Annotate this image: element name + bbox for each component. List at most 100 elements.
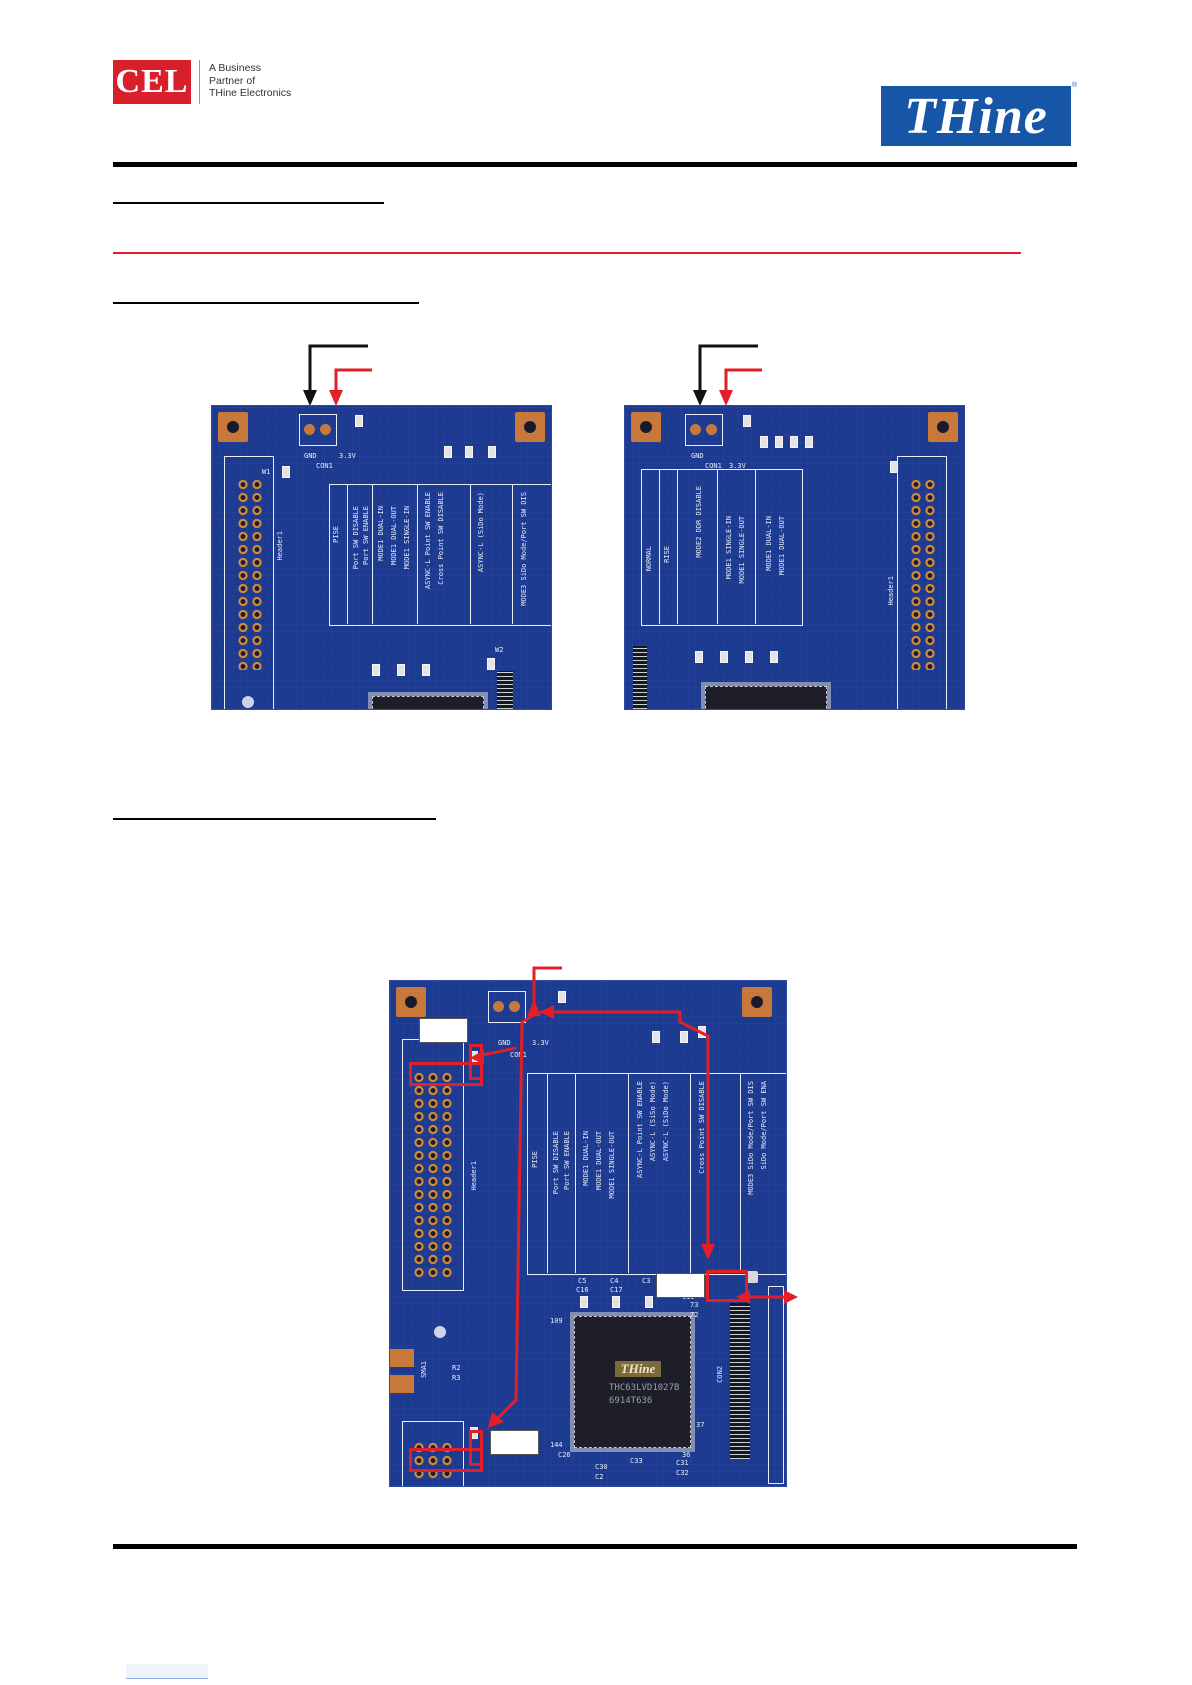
- tagline-line-2: Partner of: [209, 74, 256, 87]
- jumper-w1: [282, 466, 290, 478]
- ic-chip-partial: [705, 686, 827, 709]
- connector-con2: [730, 1303, 750, 1459]
- table-text: RISE: [663, 546, 671, 563]
- table-text: MODE3 SiDo Mode/Port SW DIS: [520, 492, 528, 606]
- cap-label: C2: [595, 1473, 604, 1481]
- cap-label: C26: [558, 1451, 571, 1459]
- capacitor: [372, 664, 380, 676]
- table-text: MODE1 DUAL-OUT: [390, 506, 398, 566]
- connector-strip: [497, 671, 513, 709]
- mount-hole: [434, 1326, 446, 1338]
- pin-label: 37: [696, 1421, 705, 1429]
- chip-marking-line-1: THC63LVD1027B: [609, 1383, 680, 1393]
- table-rule: [677, 469, 678, 624]
- callout-box-mid-right: [656, 1273, 705, 1298]
- chip-brand-logo: THine: [615, 1361, 661, 1377]
- header-rule: [113, 162, 1077, 167]
- table-text: PISE: [332, 526, 340, 543]
- pin-label: 36: [682, 1451, 691, 1459]
- led: [743, 415, 751, 427]
- capacitor: [770, 651, 778, 663]
- section-heading-underline: [113, 202, 384, 204]
- table-rule: [547, 1073, 548, 1273]
- table-rule: [470, 484, 471, 624]
- terminal-block: [299, 414, 337, 446]
- terminal-label-3v3: 3.3V: [532, 1039, 549, 1047]
- inductor: [775, 436, 783, 448]
- table-text: MODE1 SINGLE-OUT: [738, 516, 746, 584]
- header1-pins: [909, 478, 937, 670]
- table-text: Port SW ENABLE: [362, 506, 370, 566]
- cap-label: C32: [676, 1469, 689, 1477]
- jumper-w2-label: W2: [495, 646, 504, 654]
- capacitor: [745, 651, 753, 663]
- table-rule: [512, 484, 513, 624]
- thine-logo: THine: [881, 86, 1071, 146]
- table-text: NORMAL: [645, 546, 653, 572]
- capacitor: [422, 664, 430, 676]
- cap-label: C17: [610, 1286, 623, 1294]
- pin-label: 109: [550, 1317, 563, 1325]
- inductor: [805, 436, 813, 448]
- terminal-label-3v3: 3.3V: [729, 462, 746, 470]
- jumper-w2: [487, 658, 495, 670]
- capacitor: [645, 1296, 653, 1308]
- table-rule: [372, 484, 373, 624]
- cap-label: C30: [595, 1463, 608, 1471]
- capacitor: [580, 1296, 588, 1308]
- mount-pad: [928, 412, 958, 442]
- inductor: [488, 446, 496, 458]
- ic-chip-partial: [372, 696, 484, 709]
- mount-pad: [515, 412, 545, 442]
- subsection-heading-underline: [113, 302, 419, 304]
- connector-tab: [746, 1271, 758, 1283]
- highlight-jumper-w2: [706, 1270, 748, 1302]
- mount-pad: [742, 987, 772, 1017]
- pcb-photo-left: GND CON1 3.3V W1 Header1 PISE Port SW DI…: [211, 405, 552, 710]
- mount-hole: [242, 696, 254, 708]
- resistor-label: R2: [452, 1364, 461, 1372]
- cap-label: C31: [676, 1459, 689, 1467]
- led: [558, 991, 566, 1003]
- connector-strip: [633, 646, 647, 709]
- table-rule: [740, 1073, 741, 1273]
- capacitor: [397, 664, 405, 676]
- subsection-heading-underline-2: [113, 818, 436, 820]
- inductor: [790, 436, 798, 448]
- cap-label: C33: [630, 1457, 643, 1465]
- resistor-label: R3: [452, 1374, 461, 1382]
- callout-box-bottom: [490, 1430, 539, 1455]
- table-rule: [659, 469, 660, 624]
- terminal-label-gnd: GND: [498, 1039, 511, 1047]
- terminal-label-3v3: 3.3V: [339, 452, 356, 460]
- mount-pad: [396, 987, 426, 1017]
- inductor: [760, 436, 768, 448]
- terminal-label-con1: CON1: [510, 1051, 527, 1059]
- page-link-mark[interactable]: [126, 1664, 208, 1679]
- inductor: [680, 1031, 688, 1043]
- cap-label: C16: [576, 1286, 589, 1294]
- header2-pins: [412, 1441, 454, 1481]
- terminal-label-gnd: GND: [304, 452, 317, 460]
- red-routing-lines: [470, 966, 798, 1428]
- sma-pad: [390, 1375, 414, 1393]
- sma-pad: [390, 1349, 414, 1367]
- table-text: MODE1 DUAL-OUT: [778, 516, 786, 576]
- mode-table: [329, 484, 551, 626]
- footer-rule: [113, 1544, 1077, 1549]
- table-rule: [755, 469, 756, 624]
- thine-logo-text: THine: [904, 87, 1048, 145]
- table-rule: [347, 484, 348, 624]
- header1-outline: [897, 456, 947, 709]
- logo-divider: [199, 60, 200, 104]
- table-text: Cross Point SW DISABLE: [437, 492, 445, 585]
- cap-label: C5: [578, 1277, 587, 1285]
- terminal-label-gnd: GND: [691, 452, 704, 460]
- edge-connector-outline: [768, 1286, 784, 1484]
- inductor: [444, 446, 452, 458]
- cel-logo-text: CEL: [115, 63, 189, 100]
- table-text: MODE1 SINGLE-IN: [725, 516, 733, 580]
- inductor: [465, 446, 473, 458]
- pcb-photo-large: GND CON1 3.3V Header1 PISE Port SW DISAB…: [389, 980, 787, 1487]
- callout-box-top-left: [419, 1018, 468, 1043]
